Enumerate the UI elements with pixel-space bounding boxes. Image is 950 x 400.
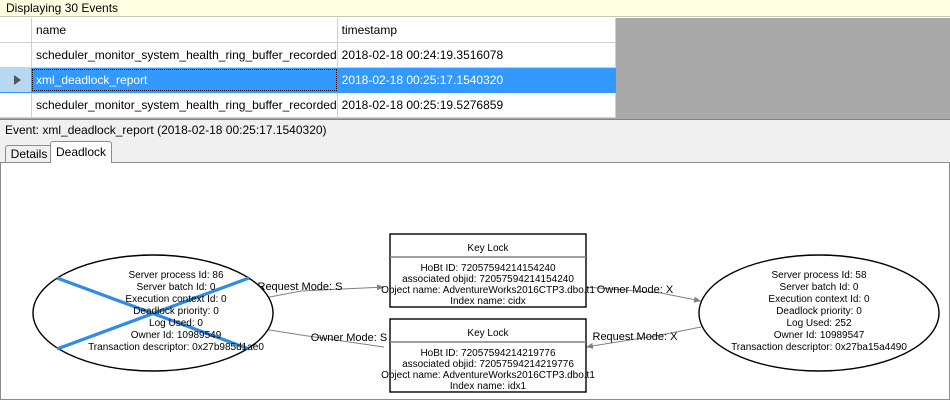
cell-timestamp[interactable]: 2018-02-18 00:25:19.5276859 xyxy=(337,92,616,118)
survivor-line-4: Log Used: 252 xyxy=(786,318,851,329)
cell-name[interactable]: scheduler_monitor_system_health_ring_buf… xyxy=(31,92,338,118)
edge-label-owner-mode-x: Owner Mode: X xyxy=(597,284,674,296)
table-row-selected[interactable]: xml_deadlock_report 2018-02-18 00:25:17.… xyxy=(0,67,616,93)
deadlock-victim-process-node[interactable]: Server process Id: 86 Server batch Id: 0… xyxy=(32,254,274,372)
row-selector-cell[interactable] xyxy=(0,92,32,118)
surviving-process-node[interactable]: Server process Id: 58 Server batch Id: 0… xyxy=(698,254,940,372)
survivor-line-2: Execution context Id: 0 xyxy=(768,294,870,305)
edge-request-mode-x: Request Mode: X xyxy=(585,326,702,349)
survivor-line-6: Transaction descriptor: 0x27ba15a4490 xyxy=(731,342,907,353)
cell-timestamp-text: 2018-02-18 00:25:17.1540320 xyxy=(341,73,504,87)
row-selector-cell[interactable] xyxy=(0,42,32,68)
survivor-line-0: Server process Id: 58 xyxy=(771,270,866,281)
events-table: name timestamp scheduler_monitor_system_… xyxy=(0,18,616,118)
cell-timestamp-text: 2018-02-18 00:24:19.3516078 xyxy=(341,48,504,62)
edge-label-request-mode-s: Request Mode: S xyxy=(258,281,343,293)
cell-timestamp[interactable]: 2018-02-18 00:25:17.1540320 xyxy=(337,67,616,93)
cell-name[interactable]: scheduler_monitor_system_health_ring_buf… xyxy=(31,42,338,68)
event-caption-bar: Event: xml_deadlock_report (2018-02-18 0… xyxy=(0,119,950,140)
resource-title-1: Key Lock xyxy=(467,328,509,339)
cell-name-text: scheduler_monitor_system_health_ring_buf… xyxy=(36,48,337,62)
tab-deadlock[interactable]: Deadlock xyxy=(50,141,112,163)
victim-line-2: Execution context Id: 0 xyxy=(125,294,227,305)
victim-line-6: Transaction descriptor: 0x27b985d1ae0 xyxy=(88,342,264,353)
event-caption-label: Event: xml_deadlock_report (2018-02-18 0… xyxy=(5,123,327,137)
displaying-events-banner: Displaying 30 Events xyxy=(0,0,950,17)
cell-name-text: scheduler_monitor_system_health_ring_buf… xyxy=(36,98,337,112)
victim-line-0: Server process Id: 86 xyxy=(128,270,223,281)
edge-owner-mode-x: Owner Mode: X xyxy=(585,284,702,303)
victim-line-5: Owner Id: 10989549 xyxy=(131,330,222,341)
table-row[interactable]: scheduler_monitor_system_health_ring_buf… xyxy=(0,42,616,68)
column-header-name[interactable]: name xyxy=(31,18,338,43)
survivor-line-3: Deadlock priority: 0 xyxy=(776,306,862,317)
victim-line-4: Log Used: 0 xyxy=(149,318,203,329)
resource-0-line-0: HoBt ID: 72057594214154240 xyxy=(420,263,556,274)
victim-line-3: Deadlock priority: 0 xyxy=(133,306,219,317)
edge-label-owner-mode-s: Owner Mode: S xyxy=(311,332,387,344)
deadlock-graph-svg: Request Mode: S Owner Mode: S Owner Mode… xyxy=(32,233,940,393)
cell-name[interactable]: xml_deadlock_report xyxy=(31,67,338,93)
cell-timestamp-text: 2018-02-18 00:25:19.5276859 xyxy=(341,98,504,112)
resource-1-line-1: associated objid: 72057594214219776 xyxy=(402,359,574,370)
row-selector-arrow-icon xyxy=(14,75,21,85)
table-row[interactable]: scheduler_monitor_system_health_ring_buf… xyxy=(0,92,616,118)
survivor-line-5: Owner Id: 10989547 xyxy=(774,330,865,341)
edge-owner-mode-s: Owner Mode: S xyxy=(250,325,387,348)
deadlock-graph-canvas[interactable]: Request Mode: S Owner Mode: S Owner Mode… xyxy=(0,162,950,400)
survivor-line-1: Server batch Id: 0 xyxy=(780,282,859,293)
resource-0-line-1: associated objid: 72057594214154240 xyxy=(402,274,574,285)
resource-1-line-0: HoBt ID: 72057594214219776 xyxy=(420,348,556,359)
row-selector-cell-selected[interactable] xyxy=(0,67,32,93)
tab-details[interactable]: Details xyxy=(5,145,53,163)
resource-0-line-2: Object name: AdventureWorks2016CTP3.dbo.… xyxy=(381,285,595,296)
resource-node-key-lock-idx1[interactable]: Key Lock HoBt ID: 72057594214219776 asso… xyxy=(381,318,595,393)
victim-line-1: Server batch Id: 0 xyxy=(137,282,216,293)
tab-strip: Details Deadlock xyxy=(0,139,950,163)
events-grid[interactable]: name timestamp scheduler_monitor_system_… xyxy=(0,18,950,119)
cell-timestamp[interactable]: 2018-02-18 00:24:19.3516078 xyxy=(337,42,616,68)
resource-1-line-2: Object name: AdventureWorks2016CTP3.dbo.… xyxy=(381,370,595,381)
resource-title-0: Key Lock xyxy=(467,243,509,254)
resource-node-key-lock-cidx[interactable]: Key Lock HoBt ID: 72057594214154240 asso… xyxy=(381,233,595,308)
column-header-timestamp[interactable]: timestamp xyxy=(337,18,616,43)
victim-cross-icon-line-2 xyxy=(56,276,250,351)
displaying-events-label: Displaying 30 Events xyxy=(6,1,119,15)
resource-1-line-3: Index name: idx1 xyxy=(450,381,527,392)
resource-0-line-3: Index name: cidx xyxy=(450,296,526,307)
edge-label-request-mode-x: Request Mode: X xyxy=(593,331,679,343)
cell-name-text: xml_deadlock_report xyxy=(32,69,337,91)
table-header-row: name timestamp xyxy=(0,18,616,43)
column-header-selector xyxy=(0,18,32,43)
